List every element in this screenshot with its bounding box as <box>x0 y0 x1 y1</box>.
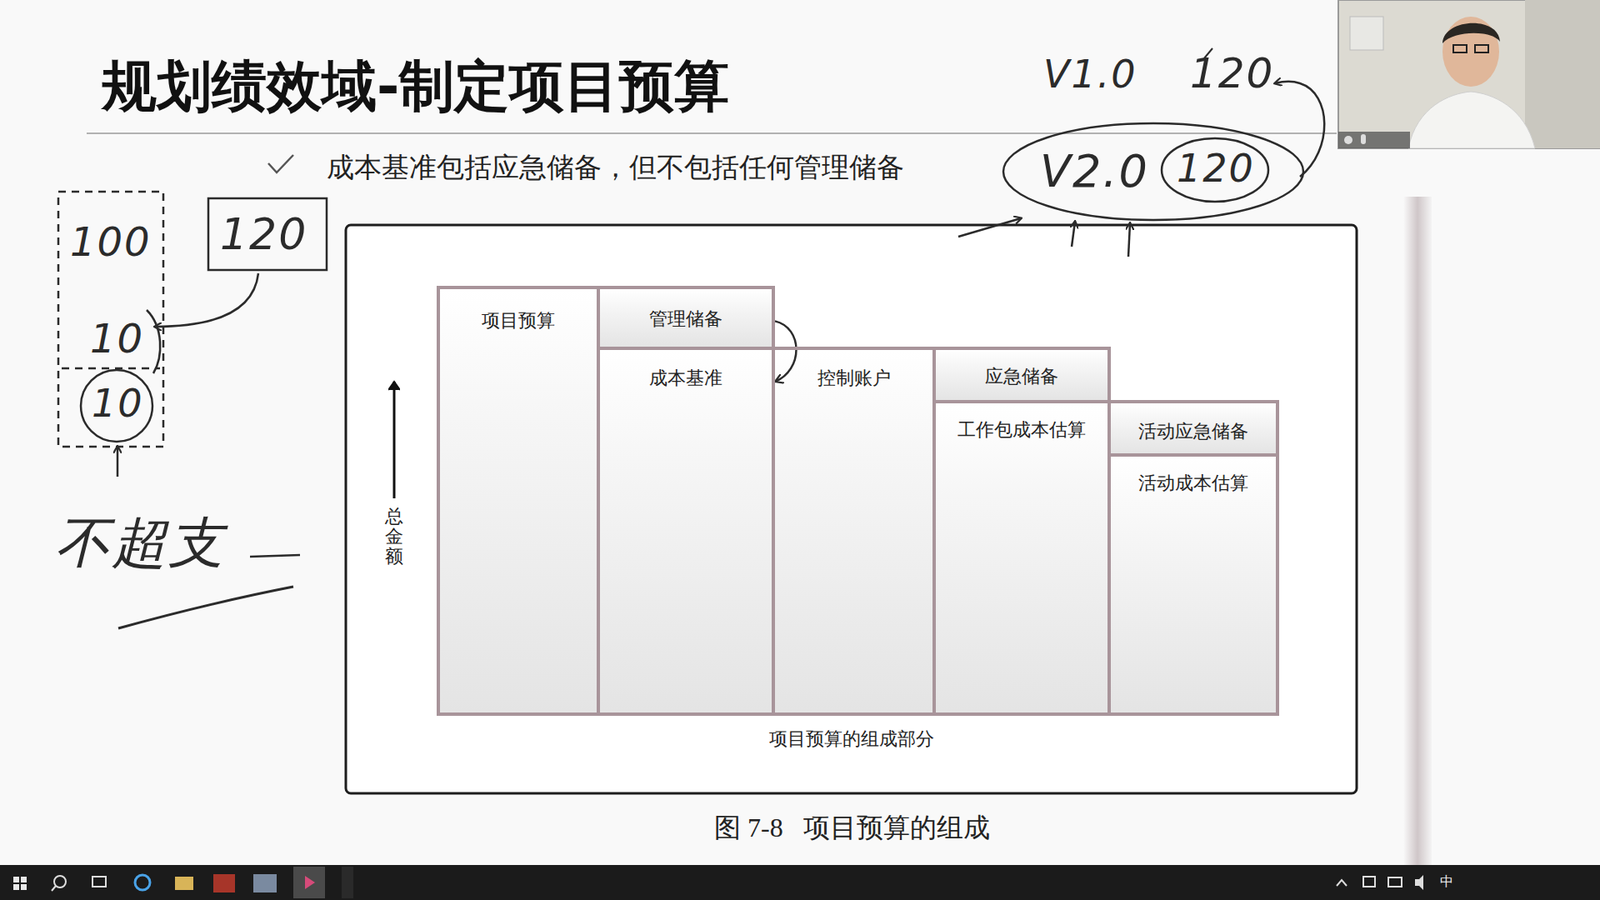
budget-box: 活动成本估算 <box>1107 453 1280 716</box>
hand-connector <box>775 320 797 382</box>
hand-note: 120 <box>1190 48 1275 99</box>
hand-arrow <box>1128 223 1130 257</box>
hand-circle <box>80 370 153 442</box>
box-fill <box>1110 456 1276 713</box>
hand-note: V2.0 <box>1040 145 1150 200</box>
box-label: 成本基准 <box>649 366 723 391</box>
check-mark <box>268 155 294 173</box>
box-label: 活动成本估算 <box>1138 471 1249 496</box>
hand-arrow <box>155 273 259 327</box>
hand-ellipse <box>1003 123 1304 220</box>
slide-title: 规划绩效域-制定项目预算 <box>101 53 730 120</box>
budget-box: 应急储备 <box>932 346 1111 404</box>
hand-arrow <box>1071 221 1075 247</box>
hand-arrow <box>116 446 120 477</box>
budget-box: 工作包成本估算 <box>932 400 1111 716</box>
axis-caption: 项目预算的组成部分 <box>769 728 935 750</box>
hand-note: V1.0 <box>1043 51 1138 98</box>
axis-arrow <box>393 381 396 499</box>
hand-dashed-line <box>61 367 160 370</box>
webcam-view <box>1338 0 1600 149</box>
hand-curl <box>146 310 160 374</box>
title-rule <box>86 132 1337 135</box>
box-fill <box>600 350 772 713</box>
hand-underline <box>118 586 294 629</box>
budget-box: 成本基准 <box>596 346 775 716</box>
hand-note: 10 <box>90 315 145 364</box>
box-fill <box>440 289 597 713</box>
hand-arrow <box>1275 81 1325 177</box>
box-fill <box>775 350 933 713</box>
ime-indicator: 中 <box>1440 873 1454 890</box>
box-label: 管理储备 <box>649 307 723 332</box>
box-label: 项目预算 <box>481 309 555 334</box>
hand-note: 120 <box>220 208 308 260</box>
budget-box: 控制账户 <box>771 346 936 716</box>
box-label: 应急储备 <box>985 365 1059 390</box>
hand-stroke <box>250 555 300 557</box>
hand-note: 120 <box>1176 145 1255 192</box>
box-fill <box>935 403 1108 713</box>
budget-box: 管理储备 <box>596 285 775 350</box>
figure-frame <box>345 225 1357 794</box>
budget-box: 项目预算 <box>436 285 600 716</box>
box-label: 控制账户 <box>817 366 891 391</box>
figure-caption: 图 7-8 项目预算的组成 <box>714 811 990 844</box>
hand-note: 100 <box>70 218 152 267</box>
hand-note: 不超支 <box>55 510 225 576</box>
budget-box: 活动应急储备 <box>1107 400 1280 457</box>
hand-note: 10 <box>91 382 145 425</box>
hand-arrow <box>958 218 1021 237</box>
box-label: 活动应急储备 <box>1138 420 1249 445</box>
page-shadow <box>1403 196 1432 865</box>
axis-label: 总金额 <box>385 506 404 568</box>
hand-dashed-box <box>58 191 164 447</box>
hand-box <box>208 198 327 270</box>
bullet-text: 成本基准包括应急储备，但不包括任何管理储备 <box>326 150 905 185</box>
box-label: 工作包成本估算 <box>957 418 1086 443</box>
hand-circle <box>1161 138 1269 202</box>
taskbar <box>0 865 1600 900</box>
